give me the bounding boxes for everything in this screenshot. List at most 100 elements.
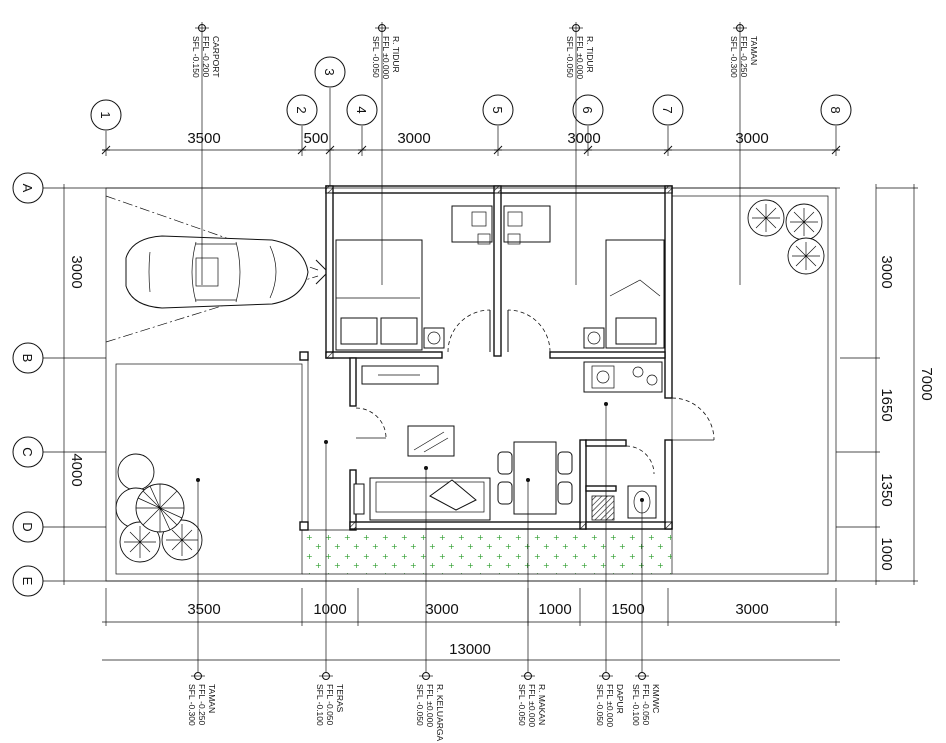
level-tag-text: SFL -0.050: [415, 684, 425, 726]
bottom-dimension: 3000: [425, 601, 458, 618]
level-tag-text: SFL -0.100: [631, 684, 641, 726]
level-tag-text: TAMAN: [749, 36, 759, 65]
level-tag-text: SFL -0.050: [595, 684, 605, 726]
carport: [105, 195, 329, 343]
grid-bubble-E: E: [12, 565, 44, 597]
bottom-dimension: 3500: [187, 601, 220, 618]
dimension-lines: [40, 149, 918, 661]
top-dimension: 3000: [735, 130, 768, 147]
bottom-dimension: 1500: [611, 601, 644, 618]
level-tag-text: R. MAKAN: [537, 684, 547, 725]
level-tag-text: FFL ±0.000: [425, 684, 435, 727]
grid-rows: A B C D E: [12, 172, 44, 597]
bottom-dimension: 1000: [538, 601, 571, 618]
grid-label: 6: [580, 106, 595, 113]
left-dimension: 4000: [68, 453, 85, 486]
grid-bubble-3: 3: [314, 56, 346, 186]
grid-label: 3: [322, 68, 337, 75]
dining-furniture: [497, 441, 573, 515]
level-tag-text: SFL -0.050: [565, 36, 575, 78]
grid-label: 1: [98, 111, 113, 118]
bottom-dimension: 3000: [735, 601, 768, 618]
level-tag-text: CARPORT: [211, 36, 221, 77]
tree-cluster-east: [747, 199, 825, 275]
level-tag-text: FFL -0.050: [641, 684, 651, 726]
level-tag-text: SFL -0.300: [729, 36, 739, 78]
level-tag-text: FFL -0.200: [201, 36, 211, 78]
grid-bubble-5: 5: [482, 94, 514, 156]
level-tag-text: SFL -0.100: [315, 684, 325, 726]
grid-bubble-8: 8: [820, 94, 852, 156]
grid-label: 5: [490, 106, 505, 113]
top-dimension: 3000: [397, 130, 430, 147]
level-tag-text: FFL ±0.000: [605, 684, 615, 727]
bedroom-1-furniture: [335, 205, 493, 351]
bedroom-2-furniture: [503, 205, 665, 349]
right-dimension: 3000: [878, 255, 895, 288]
level-tag-text: FFL -0.250: [739, 36, 749, 78]
doors: [355, 309, 715, 475]
grid-label: 7: [660, 106, 675, 113]
grid-label: 4: [354, 106, 369, 113]
level-tag-text: TAMAN: [207, 684, 217, 713]
right-total-dimension: 7000: [918, 367, 935, 400]
garden-south: [302, 530, 672, 575]
grid-bubble-D: D: [12, 511, 44, 543]
right-dimension: 1350: [878, 473, 895, 506]
level-tag-text: FFL ±0.000: [527, 684, 537, 727]
level-tag-text: KM/WC: [651, 684, 661, 713]
grid-label: 8: [828, 106, 843, 113]
level-tag-text: FFL -0.250: [197, 684, 207, 726]
grid-bubble-4: 4: [346, 94, 378, 156]
kitchen-counter: [583, 361, 663, 393]
right-dimension: 1650: [878, 388, 895, 421]
garden-west: [115, 363, 303, 575]
level-tag-text: FFL ±0.000: [575, 36, 585, 79]
right-dimension: 1000: [878, 537, 895, 570]
grid-label: C: [20, 447, 35, 456]
level-tag-text: SFL -0.150: [191, 36, 201, 78]
level-tag-text: R. TIDUR: [391, 36, 401, 73]
top-dimension: 3000: [567, 130, 600, 147]
level-tag-text: DAPUR: [615, 684, 625, 714]
grid-label: 2: [294, 106, 309, 113]
level-tag-text: SFL -0.300: [187, 684, 197, 726]
level-tag-text: SFL -0.050: [517, 684, 527, 726]
grid-columns: 1 2 3 4 5 6 7 8: [90, 56, 852, 186]
terrace-outline: [307, 360, 350, 531]
grid-bubble-C: C: [12, 436, 44, 468]
level-tag-text: R. KELUARGA: [435, 684, 445, 741]
family-room-furniture: [353, 365, 491, 521]
grid-bubble-A: A: [12, 172, 44, 204]
grid-label: A: [20, 184, 35, 193]
grid-label: E: [20, 577, 35, 586]
top-dimension: 3500: [187, 130, 220, 147]
grid-bubble-2: 2: [286, 94, 318, 156]
tree-cluster-west: [115, 453, 203, 563]
bottom-dimension: 1000: [313, 601, 346, 618]
grid-bubble-1: 1: [90, 99, 122, 156]
grid-label: B: [20, 354, 35, 363]
top-dimension: 500: [303, 130, 328, 147]
level-tag-text: SFL -0.050: [371, 36, 381, 78]
car-icon: [125, 235, 309, 309]
grid-bubble-7: 7: [652, 94, 684, 156]
dimension-labels: 3500 500 3000 3000 3000 3500 1000 3000 1000 1500 3…: [68, 130, 935, 658]
bottom-total-dimension: 13000: [449, 641, 491, 658]
grid-label: D: [20, 522, 35, 531]
level-tag-text: FFL -0.050: [325, 684, 335, 726]
grid-bubble-B: B: [12, 342, 44, 374]
level-tag-text: FFL ±0.000: [381, 36, 391, 79]
